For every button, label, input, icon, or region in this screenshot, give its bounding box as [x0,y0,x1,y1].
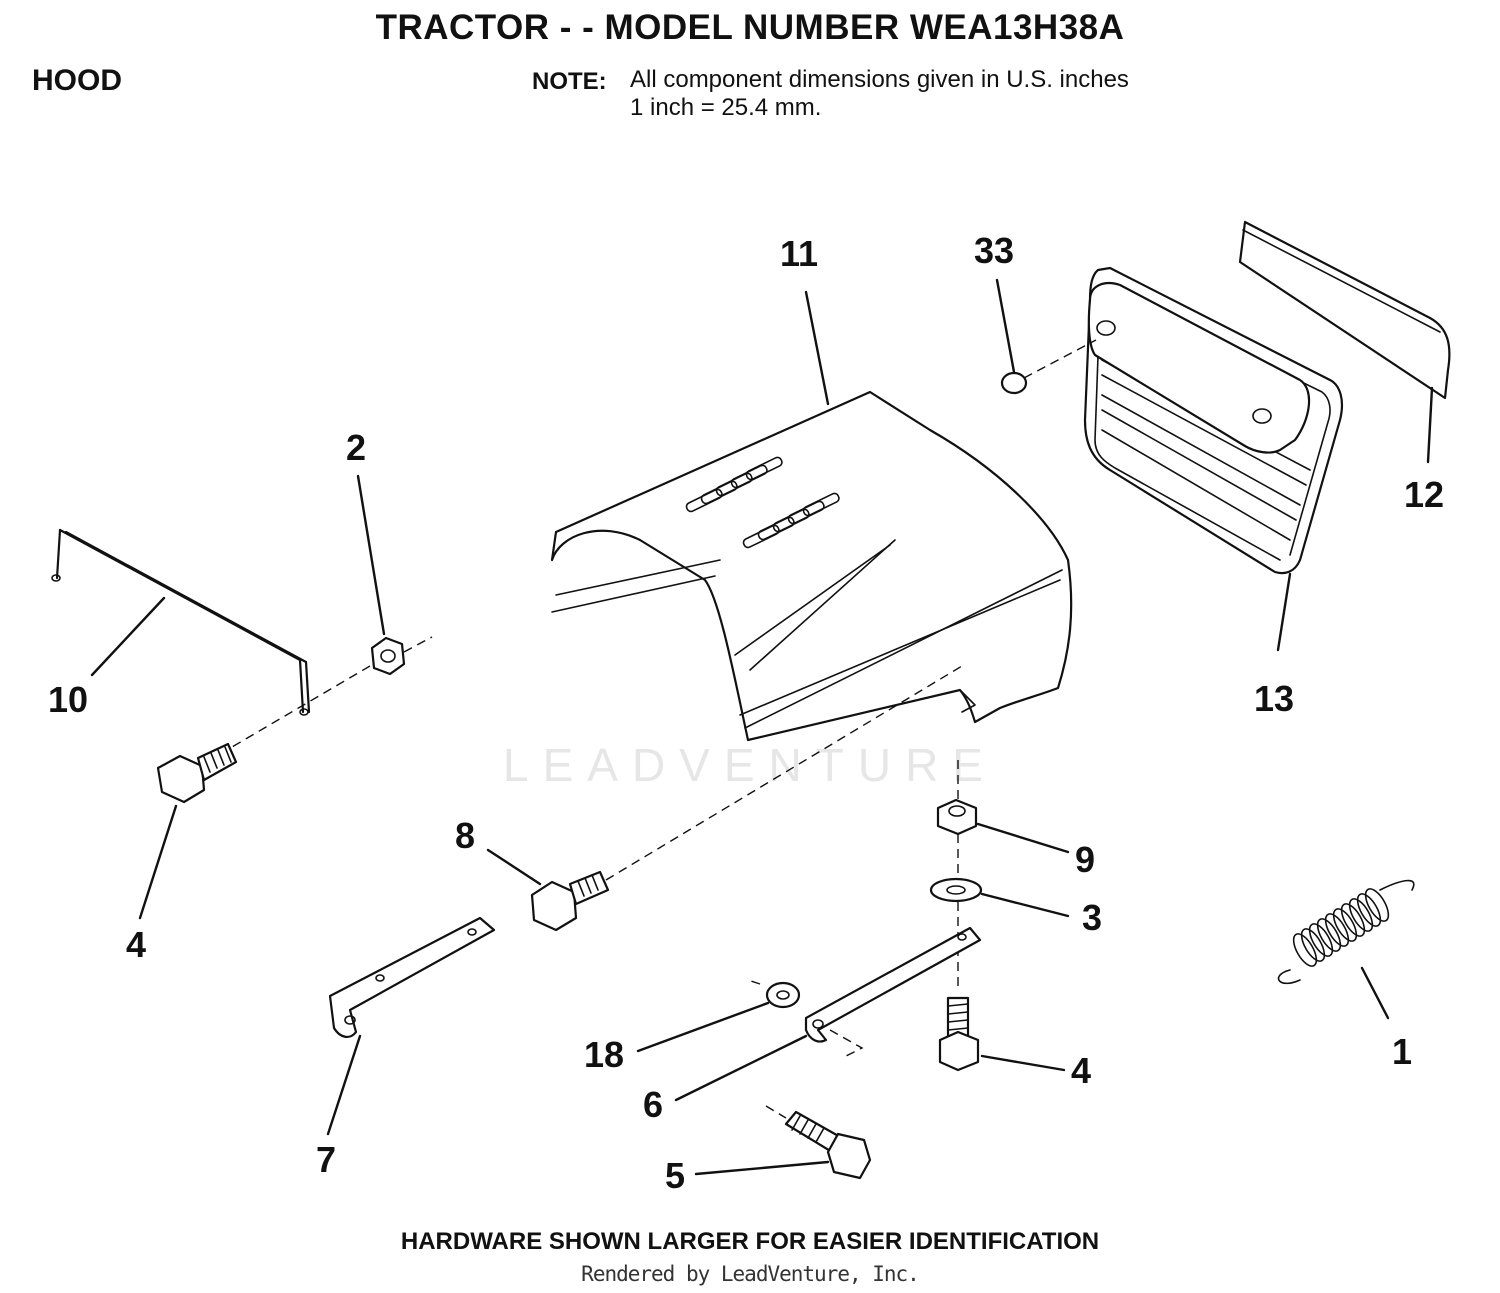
lens-part-12[interactable] [1238,220,1451,400]
callout-8: 8 [455,815,476,856]
bolt-part-5[interactable] [765,1105,872,1180]
hood-part-11[interactable] [550,390,1073,742]
washer-part-3[interactable] [929,877,983,903]
grille-part-13[interactable] [1083,266,1344,575]
callout-6: 6 [643,1084,664,1125]
callout-3: 3 [1082,897,1103,938]
bracket-part-6[interactable] [804,926,982,1059]
washer-part-18[interactable] [747,979,801,1009]
leader-lines [90,278,1434,1176]
bolt-part-4-right[interactable] [938,996,980,1072]
callout-9: 9 [1075,839,1096,880]
bolt-part-4-left[interactable] [156,742,238,804]
diagram-title: TRACTOR - - MODEL NUMBER WEA13H38A [375,8,1125,47]
callout-10: 10 [48,679,89,720]
rod-part-10[interactable] [51,528,311,716]
note-line-1: All component dimensions given in U.S. i… [630,66,1129,93]
watermark-text: LEADVENTURE [503,739,997,791]
plug-part-33[interactable] [1000,339,1097,395]
bolt-part-8[interactable] [530,665,963,932]
callout-4-right: 4 [1071,1050,1092,1091]
nut-part-9[interactable] [936,798,978,836]
spring-part-1[interactable] [1277,879,1415,985]
callout-4-left: 4 [126,924,147,965]
callout-7: 7 [316,1139,337,1180]
callout-12: 12 [1404,474,1445,515]
callout-11: 11 [780,233,819,274]
note-label: NOTE: [532,68,607,95]
section-label: HOOD [32,64,122,97]
callout-5: 5 [665,1155,686,1196]
callout-18: 18 [584,1034,625,1075]
callout-1: 1 [1392,1031,1413,1072]
hardware-note: HARDWARE SHOWN LARGER FOR EASIER IDENTIF… [400,1228,1100,1255]
note-line-2: 1 inch = 25.4 mm. [630,94,822,121]
callout-13: 13 [1254,678,1295,719]
rendered-by: Rendered by LeadVenture, Inc. [581,1262,920,1286]
bracket-part-7[interactable] [328,916,496,1038]
callout-33: 33 [974,230,1015,271]
nut-part-2[interactable] [231,636,433,748]
callout-2: 2 [346,427,367,468]
